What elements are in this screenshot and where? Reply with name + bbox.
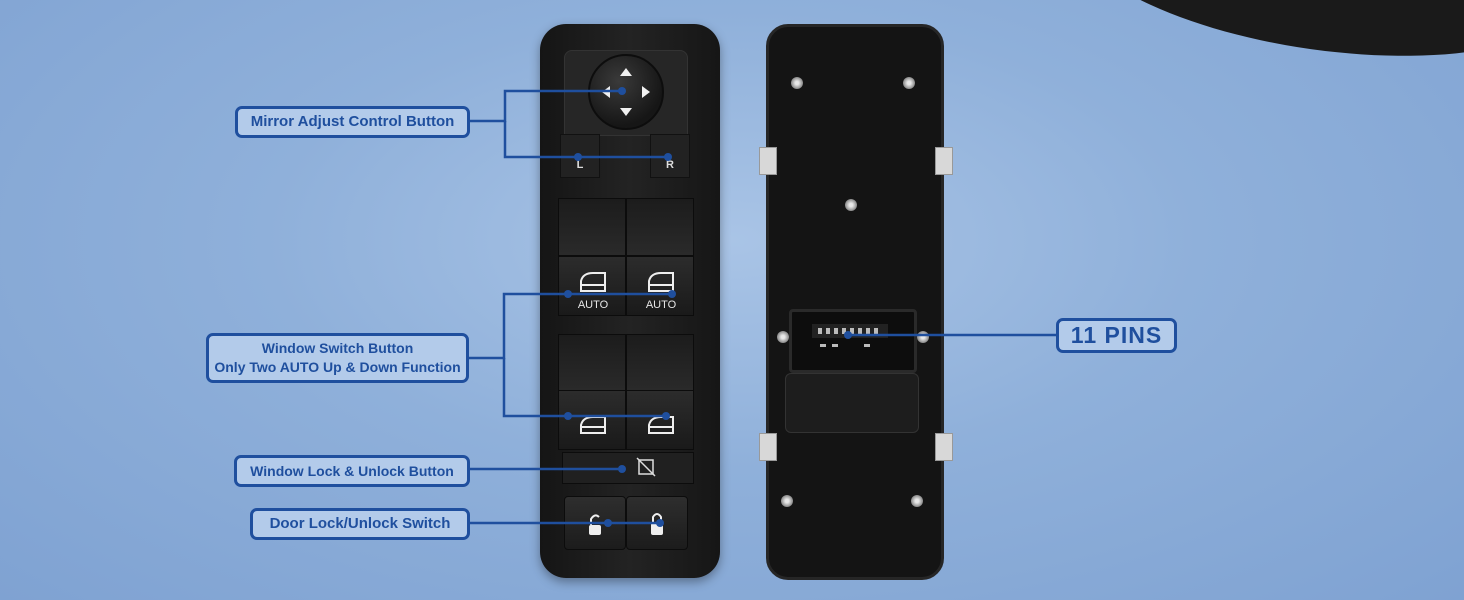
mount-clip [759,433,777,461]
screw [845,199,857,211]
screw [791,77,803,89]
lower-housing [785,373,919,433]
window-lock-callout: Window Lock & Unlock Button [234,455,470,487]
door-lock-callout: Door Lock/Unlock Switch [250,508,470,540]
window-switch-front: L R AUTO AUTO [540,24,720,578]
callout-label: Window Switch Button [261,340,414,357]
eleven-pin-connector [789,309,917,373]
callout-label: 11 PINS [1070,321,1163,348]
window-switch-back [759,24,953,580]
arrow-down-icon [620,108,632,116]
callout-label: Only Two AUTO Up & Down Function [214,359,461,375]
mount-clip [759,147,777,175]
screw [781,495,793,507]
window-switch-callout: Window Switch Button Only Two AUTO Up & … [206,333,469,383]
window-switch-rear-right [626,390,694,450]
window-icon [580,272,606,292]
mirror-adjust-callout: Mirror Adjust Control Button [235,106,470,138]
window-switch-rear-top-right [626,334,694,392]
callout-label: Door Lock/Unlock Switch [269,514,451,532]
screw [903,77,915,89]
callout-label: Window Lock & Unlock Button [250,462,454,479]
screw [911,495,923,507]
callout-label: Mirror Adjust Control Button [250,112,455,130]
window-icon [648,272,674,292]
unlock-icon [589,514,601,535]
auto-label: AUTO [645,299,677,311]
arrow-right-icon [642,86,650,98]
window-switch-auto-right: AUTO [626,256,694,316]
mount-clip [935,433,953,461]
mount-clip [935,147,953,175]
auto-label: AUTO [577,299,609,311]
window-switch-auto-left: AUTO [558,256,626,316]
arrow-up-icon [620,68,632,76]
window-lock-icon [636,457,656,477]
screw [777,331,789,343]
window-switch-rear-left [558,390,626,450]
pins-callout: 11 PINS [1056,318,1177,353]
window-switch-top-left [558,198,626,256]
window-switch-top-right [626,198,694,256]
